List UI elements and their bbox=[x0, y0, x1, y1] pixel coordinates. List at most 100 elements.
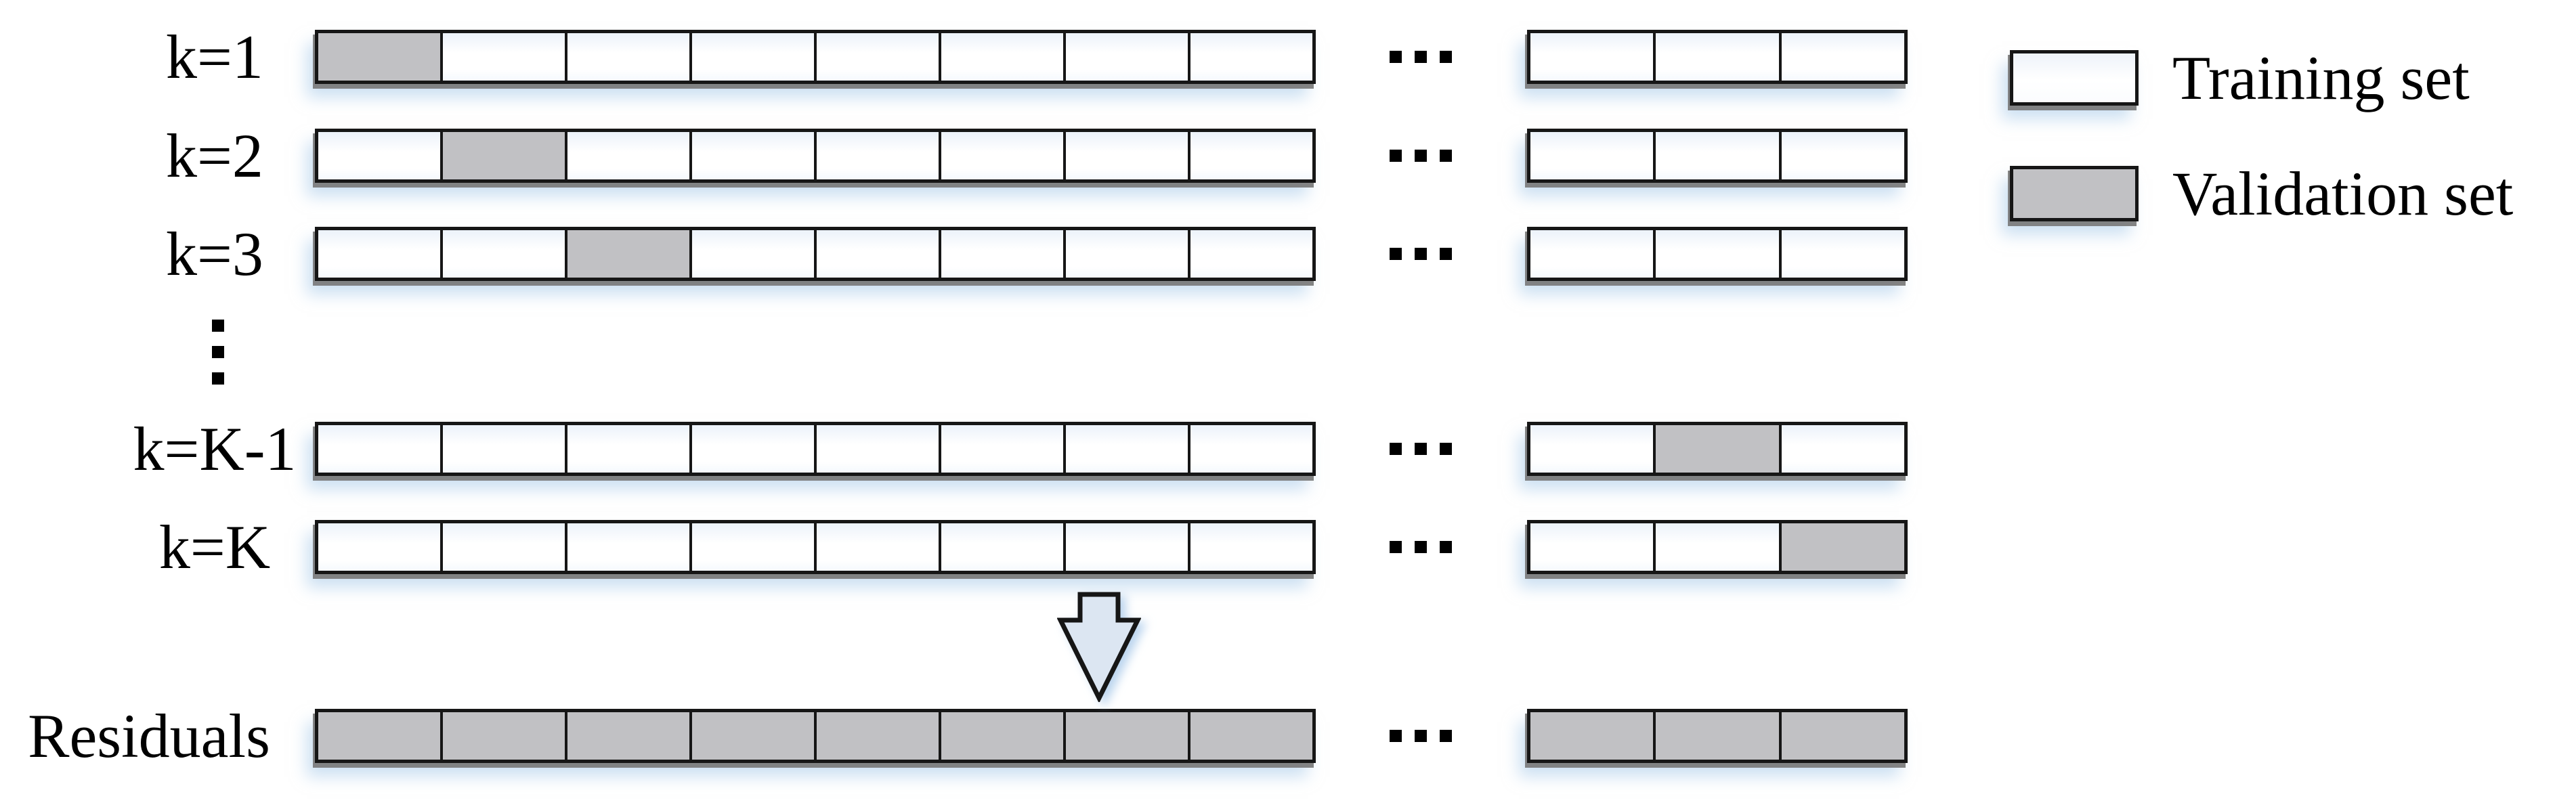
training-cell bbox=[689, 33, 814, 81]
validation-cell bbox=[1653, 712, 1779, 760]
training-cell bbox=[1530, 230, 1654, 278]
left-strip bbox=[315, 709, 1316, 763]
ellipsis-horizontal-icon bbox=[1390, 709, 1452, 763]
fold-row: k=1 bbox=[0, 26, 2576, 88]
training-cell bbox=[1530, 132, 1654, 179]
training-cell bbox=[689, 523, 814, 571]
validation-cell bbox=[939, 712, 1063, 760]
dot bbox=[1390, 541, 1402, 553]
dot bbox=[212, 346, 224, 358]
training-cell bbox=[1530, 425, 1654, 473]
training-cell bbox=[1778, 230, 1904, 278]
validation-cell bbox=[440, 712, 565, 760]
left-strip bbox=[315, 422, 1316, 476]
validation-cell bbox=[318, 33, 440, 81]
legend-label-training: Training set bbox=[2172, 43, 2470, 112]
validation-cell bbox=[565, 712, 689, 760]
validation-cell bbox=[814, 712, 939, 760]
training-cell bbox=[689, 425, 814, 473]
dot bbox=[1440, 51, 1452, 63]
validation-cell bbox=[1063, 712, 1188, 760]
training-cell bbox=[440, 230, 565, 278]
training-cell bbox=[1188, 523, 1312, 571]
ellipsis-horizontal-icon bbox=[1390, 129, 1452, 183]
left-strip bbox=[315, 227, 1316, 281]
dot bbox=[1415, 150, 1427, 162]
dot bbox=[1415, 51, 1427, 63]
fold-row: k=2 bbox=[0, 125, 2576, 187]
training-cell bbox=[814, 523, 939, 571]
training-cell bbox=[814, 425, 939, 473]
training-cell bbox=[318, 425, 440, 473]
training-cell bbox=[1778, 425, 1904, 473]
dot bbox=[1415, 730, 1427, 742]
right-strip bbox=[1527, 227, 1908, 281]
training-cell bbox=[939, 425, 1063, 473]
row-label: Residuals bbox=[28, 701, 270, 770]
validation-cell bbox=[318, 712, 440, 760]
left-strip bbox=[315, 520, 1316, 574]
row-label: k=3 bbox=[166, 219, 263, 288]
left-strip bbox=[315, 30, 1316, 84]
dot bbox=[1440, 150, 1452, 162]
training-cell bbox=[565, 132, 689, 179]
validation-cell bbox=[689, 712, 814, 760]
training-cell bbox=[318, 523, 440, 571]
dot bbox=[1415, 541, 1427, 553]
legend-label-validation: Validation set bbox=[2172, 159, 2514, 228]
training-cell bbox=[318, 230, 440, 278]
right-strip bbox=[1527, 129, 1908, 183]
left-strip bbox=[315, 129, 1316, 183]
right-strip bbox=[1527, 422, 1908, 476]
training-cell bbox=[1653, 132, 1779, 179]
training-cell bbox=[440, 33, 565, 81]
training-cell bbox=[1653, 230, 1779, 278]
right-strip bbox=[1527, 30, 1908, 84]
right-strip bbox=[1527, 520, 1908, 574]
dot bbox=[1390, 730, 1402, 742]
training-cell bbox=[814, 230, 939, 278]
dot bbox=[1440, 541, 1452, 553]
training-cell bbox=[1188, 425, 1312, 473]
training-cell bbox=[814, 33, 939, 81]
row-label: k=K-1 bbox=[133, 414, 297, 483]
training-cell bbox=[1530, 33, 1654, 81]
row-label: k=1 bbox=[166, 22, 263, 91]
ellipsis-horizontal-icon bbox=[1390, 520, 1452, 574]
ellipsis-vertical-icon bbox=[212, 320, 224, 385]
dot bbox=[1440, 730, 1452, 742]
training-cell bbox=[1188, 33, 1312, 81]
training-cell bbox=[440, 425, 565, 473]
training-cell bbox=[440, 523, 565, 571]
training-cell bbox=[318, 132, 440, 179]
validation-cell bbox=[565, 230, 689, 278]
training-swatch bbox=[2010, 50, 2139, 106]
right-strip bbox=[1527, 709, 1908, 763]
fold-row: k=3 bbox=[0, 223, 2576, 285]
ellipsis-horizontal-icon bbox=[1390, 422, 1452, 476]
legend-item-validation: Validation set bbox=[2010, 162, 2513, 225]
block-down-arrow-icon bbox=[1057, 592, 1141, 702]
dot bbox=[1415, 443, 1427, 455]
ellipsis-horizontal-icon bbox=[1390, 227, 1452, 281]
training-cell bbox=[1063, 33, 1188, 81]
residuals-row: Residuals bbox=[0, 705, 2576, 767]
training-cell bbox=[1188, 230, 1312, 278]
training-cell bbox=[565, 33, 689, 81]
dot bbox=[1390, 150, 1402, 162]
ellipsis-horizontal-icon bbox=[1390, 30, 1452, 84]
training-cell bbox=[1778, 33, 1904, 81]
training-cell bbox=[1063, 230, 1188, 278]
dot bbox=[1415, 248, 1427, 260]
validation-cell bbox=[1530, 712, 1654, 760]
row-label: k=2 bbox=[166, 121, 263, 190]
dot bbox=[1390, 248, 1402, 260]
training-cell bbox=[565, 523, 689, 571]
training-cell bbox=[939, 230, 1063, 278]
training-cell bbox=[1530, 523, 1654, 571]
dot bbox=[212, 372, 224, 385]
dot bbox=[1440, 248, 1452, 260]
training-cell bbox=[1778, 132, 1904, 179]
legend-item-training: Training set bbox=[2010, 43, 2470, 112]
